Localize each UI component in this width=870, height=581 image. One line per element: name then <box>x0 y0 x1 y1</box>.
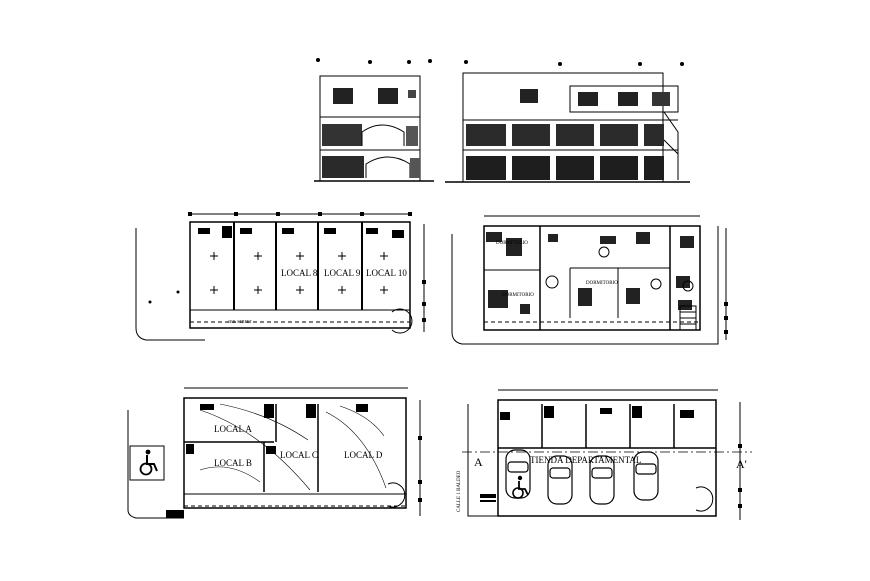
elevation-right <box>445 60 690 183</box>
plan-shops-upper: LOCAL 8 LOCAL 9 LOCAL 10 1ER. STREET <box>135 212 426 341</box>
plan1-local9-label: LOCAL 9 <box>324 268 361 278</box>
wheelchair-icon <box>512 475 529 499</box>
plan1-street-label: 1ER. STREET <box>228 319 252 324</box>
plan1-local10-label: LOCAL 10 <box>366 268 407 278</box>
section-a-prime-marker: A' <box>736 457 747 471</box>
plan3-local-b-label: LOCAL B <box>214 458 252 468</box>
plan1-local8-label: LOCAL 8 <box>281 268 318 278</box>
plan3-local-c-label: LOCAL C <box>280 450 318 460</box>
plan4-store-label: TIENDA DEPARTAMENTAL <box>530 455 641 465</box>
plan2-room-b-label: DORMITORIO <box>502 293 534 298</box>
elevation-left <box>314 58 434 182</box>
plan-store-parking: A A' TIENDA DEPARTAMENTAL CALLE 1 BALDEO <box>457 389 752 520</box>
plan-shops-lower: LOCAL A LOCAL B LOCAL C LOCAL D <box>127 387 422 519</box>
section-a-marker: A <box>474 455 483 469</box>
plan2-room-a-label: DORMITORIO <box>496 241 528 246</box>
plan3-local-a-label: LOCAL A <box>214 424 252 434</box>
plan2-room-c-label: DORMITORIO <box>586 281 618 286</box>
plan3-local-d-label: LOCAL D <box>344 450 383 460</box>
plan4-street-label: CALLE 1 BALDEO <box>457 470 462 512</box>
wheelchair-icon <box>139 449 158 476</box>
plan-apartments-upper: DORMITORIO DORMITORIO DORMITORIO <box>451 215 728 345</box>
